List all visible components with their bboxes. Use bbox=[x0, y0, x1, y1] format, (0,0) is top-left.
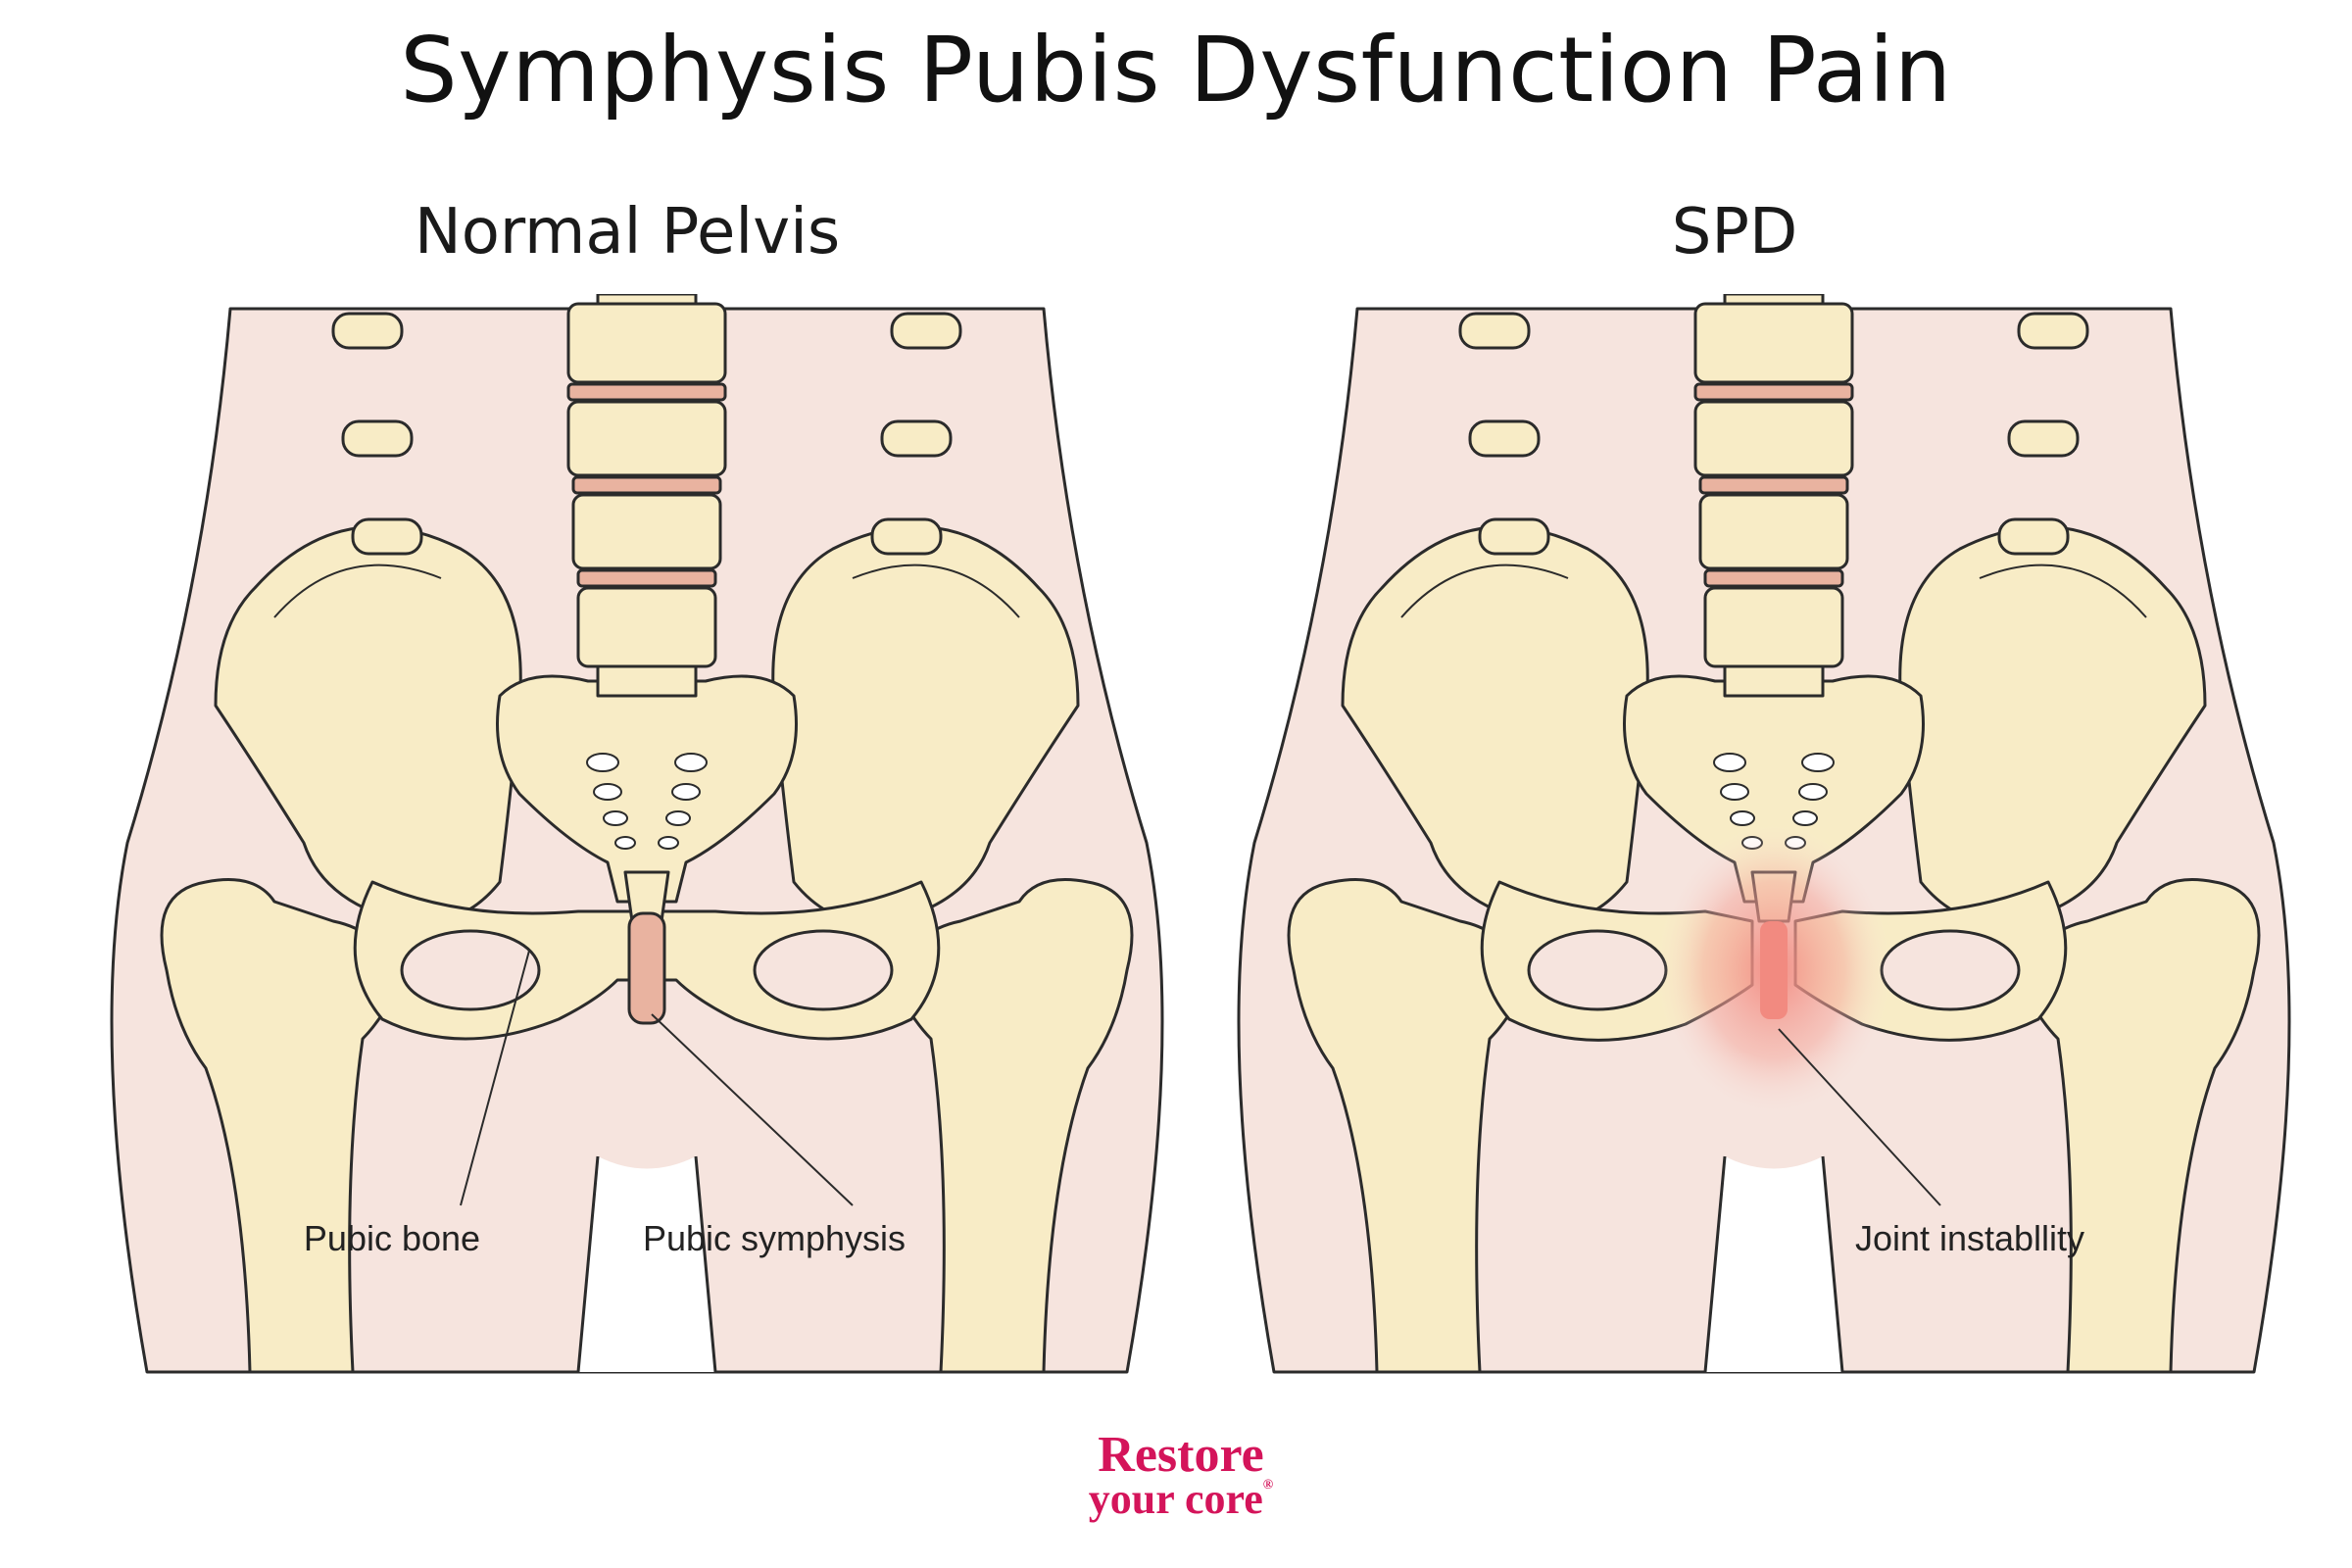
right-femur bbox=[2017, 878, 2261, 1374]
label-pubic-symphysis: Pubic symphysis bbox=[643, 1218, 906, 1258]
inflamed-joint bbox=[1760, 921, 1788, 1019]
lumbar-spine bbox=[331, 294, 962, 698]
sacrum bbox=[496, 674, 798, 904]
left-obturator bbox=[1527, 929, 1668, 1011]
right-femur bbox=[890, 878, 1134, 1374]
right-obturator bbox=[1880, 929, 2021, 1011]
leg-gap bbox=[1705, 1156, 1842, 1372]
left-ilium bbox=[214, 525, 522, 925]
intervertebral-discs bbox=[1693, 382, 1854, 588]
panel-title-spd: SPD bbox=[1671, 196, 1798, 269]
right-obturator bbox=[753, 929, 894, 1011]
label-pubic-bone: Pubic bone bbox=[304, 1218, 480, 1258]
right-ilium bbox=[1898, 525, 2207, 925]
pubic-symphysis-cartilage bbox=[627, 911, 666, 1025]
left-obturator bbox=[400, 929, 541, 1011]
logo-line-1: Restore bbox=[1098, 1427, 1264, 1483]
label-joint-instability: Joint instabllity bbox=[1855, 1218, 2084, 1258]
left-ilium bbox=[1341, 525, 1649, 925]
logo-line-2-text: your core bbox=[1088, 1475, 1263, 1524]
intervertebral-discs bbox=[566, 382, 727, 588]
leg-gap bbox=[578, 1156, 715, 1372]
right-ilium bbox=[771, 525, 1080, 925]
panel-title-normal: Normal Pelvis bbox=[414, 196, 841, 269]
normal-pelvis-illustration: Pubic bone Pubic symphysis bbox=[110, 294, 1164, 1374]
logo-registered-mark: ® bbox=[1262, 1478, 1274, 1494]
page-title: Symphysis Pubis Dysfunction Pain bbox=[400, 18, 1952, 122]
logo-line-2: your core® bbox=[1063, 1478, 1298, 1521]
left-femur bbox=[1287, 878, 1531, 1374]
restore-your-core-logo: Restore your core® bbox=[1063, 1427, 1298, 1521]
spd-pelvis-illustration: Joint instabllity bbox=[1237, 294, 2291, 1374]
lumbar-spine bbox=[1458, 294, 2089, 698]
left-femur bbox=[160, 878, 404, 1374]
sacrum bbox=[1623, 674, 1925, 904]
